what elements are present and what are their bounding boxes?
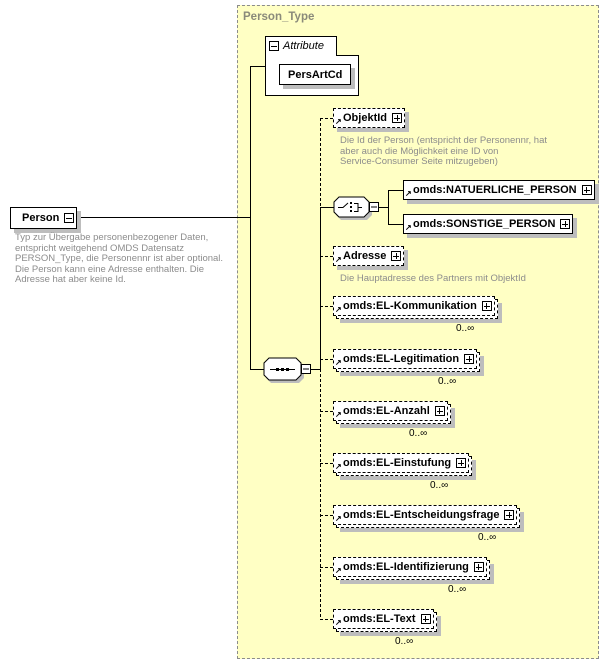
element-sonstige-person[interactable]: ↗ omds:SONSTIGE_PERSON bbox=[403, 214, 574, 234]
reference-arrow-icon: ↗ bbox=[335, 566, 342, 575]
root-element-person[interactable]: Person bbox=[10, 207, 78, 229]
description-line: Die Hauptadresse des Partners mit Objekt… bbox=[340, 273, 526, 284]
element-adresse[interactable]: ↗ Adresse bbox=[333, 246, 405, 266]
description-line: entspricht weitgehend OMDS Datensatz bbox=[15, 242, 184, 254]
objektid-description: Die Id der Person (entspricht der Person… bbox=[340, 135, 548, 168]
attribute-label: Attribute bbox=[283, 40, 324, 52]
collapse-icon[interactable] bbox=[64, 213, 75, 223]
occurrence-label: 0..∞ bbox=[430, 480, 449, 491]
reference-arrow-icon: ↗ bbox=[335, 255, 342, 264]
element-el-kommunikation[interactable]: ↗omds:EL-Kommunikation bbox=[333, 296, 495, 316]
attribute-tab bbox=[265, 36, 337, 57]
element-label: omds:EL-Kommunikation bbox=[343, 300, 477, 312]
expand-icon[interactable] bbox=[464, 354, 475, 364]
element-label: omds:EL-Legitimation bbox=[343, 353, 460, 365]
person-type-container bbox=[237, 5, 599, 659]
element-el-identifizierung[interactable]: ↗omds:EL-Identifizierung bbox=[333, 557, 487, 577]
sequence-collapse-icon bbox=[301, 364, 311, 374]
reference-arrow-icon: ↗ bbox=[335, 305, 342, 314]
element-label: omds:EL-Entscheidungsfrage bbox=[343, 509, 500, 521]
occurrence-label: 0..∞ bbox=[438, 376, 457, 387]
element-label: Adresse bbox=[343, 250, 387, 262]
expand-icon[interactable] bbox=[560, 219, 571, 229]
element-label: omds:EL-Identifizierung bbox=[343, 561, 469, 573]
reference-arrow-icon: ↗ bbox=[335, 117, 342, 126]
expand-icon[interactable] bbox=[473, 562, 484, 572]
reference-arrow-icon: ↗ bbox=[405, 189, 412, 198]
description-line: Service-Consumer Seite mitzugeben) bbox=[340, 156, 498, 167]
element-el-anzahl[interactable]: ↗omds:EL-Anzahl bbox=[333, 401, 448, 421]
element-label: omds:SONSTIGE_PERSON bbox=[413, 218, 556, 230]
element-label: omds:EL-Text bbox=[343, 613, 416, 625]
element-objektid[interactable]: ↗ ObjektId bbox=[333, 108, 406, 128]
element-label: omds:EL-Einstufung bbox=[343, 457, 452, 469]
collapse-icon[interactable] bbox=[269, 41, 279, 51]
element-natuerliche-person[interactable]: ↗ omds:NATUERLICHE_PERSON bbox=[403, 180, 595, 200]
occurrence-label: 0..∞ bbox=[456, 323, 475, 334]
expand-icon[interactable] bbox=[391, 251, 402, 261]
occurrence-label: 0..∞ bbox=[448, 584, 467, 595]
expand-icon[interactable] bbox=[456, 458, 467, 468]
description-line: aber auch die Möglichkeit eine ID von bbox=[340, 145, 499, 157]
description-line: Die Person kann eine Adresse enthalten. … bbox=[15, 263, 205, 275]
reference-arrow-icon: ↗ bbox=[405, 223, 412, 232]
element-el-legitimation[interactable]: ↗omds:EL-Legitimation bbox=[333, 349, 478, 369]
expand-icon[interactable] bbox=[481, 301, 492, 311]
attribute-name: PersArtCd bbox=[288, 68, 343, 81]
reference-arrow-icon: ↗ bbox=[335, 358, 342, 367]
attribute-divider bbox=[336, 55, 359, 56]
root-description: Typ zur Übergabe personenbezogener Daten… bbox=[15, 232, 224, 286]
element-el-text[interactable]: ↗omds:EL-Text bbox=[333, 609, 434, 629]
attribute-header[interactable]: Attribute bbox=[269, 40, 324, 52]
attribute-persartcd[interactable]: PersArtCd bbox=[279, 64, 352, 85]
type-title: Person_Type bbox=[243, 11, 315, 23]
element-el-entscheidungsfrage[interactable]: ↗omds:EL-Entscheidungsfrage bbox=[333, 505, 518, 525]
description-line: Typ zur Übergabe personenbezogener Daten… bbox=[15, 232, 209, 243]
choice-collapse-icon bbox=[369, 202, 379, 212]
element-label: ObjektId bbox=[343, 112, 388, 124]
root-element-label: Person bbox=[22, 212, 60, 224]
element-label: omds:NATUERLICHE_PERSON bbox=[413, 184, 577, 196]
element-el-einstufung[interactable]: ↗omds:EL-Einstufung bbox=[333, 453, 470, 473]
description-line: Die Id der Person (entspricht der Person… bbox=[340, 135, 548, 146]
reference-arrow-icon: ↗ bbox=[335, 618, 342, 627]
occurrence-label: 0..∞ bbox=[395, 636, 414, 647]
adresse-description: Die Hauptadresse des Partners mit Objekt… bbox=[340, 273, 526, 285]
description-line: Adresse hat aber keine Id. bbox=[15, 274, 126, 285]
expand-icon[interactable] bbox=[420, 614, 431, 624]
expand-icon[interactable] bbox=[434, 406, 445, 416]
occurrence-label: 0..∞ bbox=[478, 532, 497, 543]
expand-icon[interactable] bbox=[392, 113, 403, 123]
element-label: omds:EL-Anzahl bbox=[343, 405, 430, 417]
reference-arrow-icon: ↗ bbox=[335, 410, 342, 419]
reference-arrow-icon: ↗ bbox=[335, 462, 342, 471]
expand-icon[interactable] bbox=[581, 185, 592, 195]
sequence-compositor-icon bbox=[263, 357, 304, 383]
choice-compositor-icon bbox=[333, 196, 372, 220]
description-line: PERSON_Type, die Personennr ist aber opt… bbox=[15, 253, 224, 264]
occurrence-label: 0..∞ bbox=[409, 428, 428, 439]
expand-icon[interactable] bbox=[504, 510, 515, 520]
reference-arrow-icon: ↗ bbox=[335, 514, 342, 523]
